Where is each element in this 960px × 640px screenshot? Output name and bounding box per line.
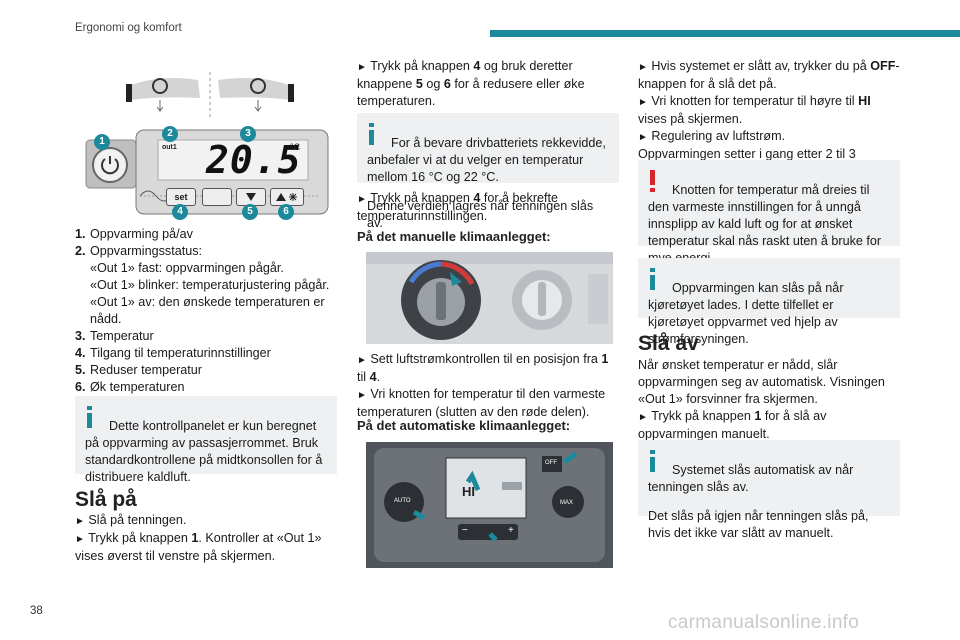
list-item: 6.Øk temperaturen xyxy=(75,380,185,394)
callout-2: 2 xyxy=(162,126,178,142)
list-item: 3.Temperatur xyxy=(75,329,154,343)
adjust-temperature-step: ► Trykk på knappen 4 og bruk deretter kn… xyxy=(357,59,585,108)
warning-icon xyxy=(650,170,655,192)
auto-label: AUTO xyxy=(394,498,411,504)
legend-list: 1.Oppvarming på/av 2.Oppvarmingsstatus: … xyxy=(75,226,337,396)
info-box: Oppvarmingen kan slås på når kjøretøyet … xyxy=(638,258,900,346)
minus-label: − xyxy=(462,525,468,536)
list-item: «Out 1» blinker: temperaturjustering påg… xyxy=(90,278,330,292)
automatic-climate-control-image: AUTO HI OFF MAX − + xyxy=(366,442,613,568)
callout-1: 1 xyxy=(94,134,110,150)
section-heading-sla-av: Slå av xyxy=(638,332,699,355)
header-accent-bar xyxy=(490,30,960,37)
info-box: For å bevare drivbatteriets rekkevidde, … xyxy=(357,113,619,230)
callout-4: 4 xyxy=(172,204,188,220)
info-box: Dette kontrollpanelet er kun beregnet på… xyxy=(75,396,337,484)
hi-label: HI xyxy=(462,484,475,499)
callout-5: 5 xyxy=(242,204,258,220)
watermark: carmanualsonline.info xyxy=(668,612,860,633)
automatic-climate-steps: ► Hvis systemet er slått av, trykker du … xyxy=(638,59,900,178)
manual-climate-steps: ► Sett luftstrømkontrollen til en posisj… xyxy=(357,352,609,419)
info-icon xyxy=(650,268,655,290)
sla-av-text: Når ønsket temperatur er nådd, slår oppv… xyxy=(638,358,885,441)
list-item: 2.Oppvarmingsstatus: xyxy=(75,244,202,258)
power-icon xyxy=(101,156,119,175)
callout-3: 3 xyxy=(240,126,256,142)
out-indicator: out1 xyxy=(162,144,177,151)
page-number: 38 xyxy=(30,605,43,617)
set-label: set xyxy=(174,192,188,202)
info-box: Systemet slås automatisk av når tenninge… xyxy=(638,440,900,540)
info-icon xyxy=(87,406,92,428)
list-item: 5.Reduser temperatur xyxy=(75,363,202,377)
manual-climate-heading: På det manuelle klimaanlegget: xyxy=(357,229,551,244)
blank-button[interactable] xyxy=(202,188,232,206)
power-button[interactable] xyxy=(92,147,128,183)
info-icon xyxy=(369,123,374,145)
warning-box: Knotten for temperatur må dreies til den… xyxy=(638,160,900,265)
plus-label: + xyxy=(508,525,514,536)
max-label: MAX xyxy=(560,500,574,506)
triangle-down-icon xyxy=(246,193,256,201)
list-item: «Out 1» fast: oppvarmingen pågår. xyxy=(90,261,284,275)
sla-pa-steps: ► Slå på tenningen. ► Trykk på knappen 1… xyxy=(75,513,322,563)
temperature-readout: 20.5 xyxy=(206,138,302,182)
section-heading-sla-pa: Slå på xyxy=(75,488,137,511)
section-title: Ergonomi og komfort xyxy=(75,22,182,34)
heating-control-panel: out1 20.5 °C set 1 2 3 4 5 6 xyxy=(78,126,338,220)
automatic-climate-heading: På det automatiske klimaanlegget: xyxy=(357,418,571,433)
steering-wheel-diagram xyxy=(126,72,294,118)
list-item: 1.Oppvarming på/av xyxy=(75,227,193,241)
callout-6: 6 xyxy=(278,204,294,220)
list-item: «Out 1» av: den ønskede temperaturen er … xyxy=(90,295,325,326)
temperature-unit: °C xyxy=(290,142,301,152)
manual-climate-control-image xyxy=(366,252,613,344)
triangle-up-snowflake-icon xyxy=(276,193,297,201)
info-icon xyxy=(650,450,655,472)
list-item: 4.Tilgang til temperaturinnstillinger xyxy=(75,346,271,360)
confirm-step: ► Trykk på knappen 4 for å bekrefte temp… xyxy=(357,191,559,223)
off-label: OFF xyxy=(545,460,557,466)
